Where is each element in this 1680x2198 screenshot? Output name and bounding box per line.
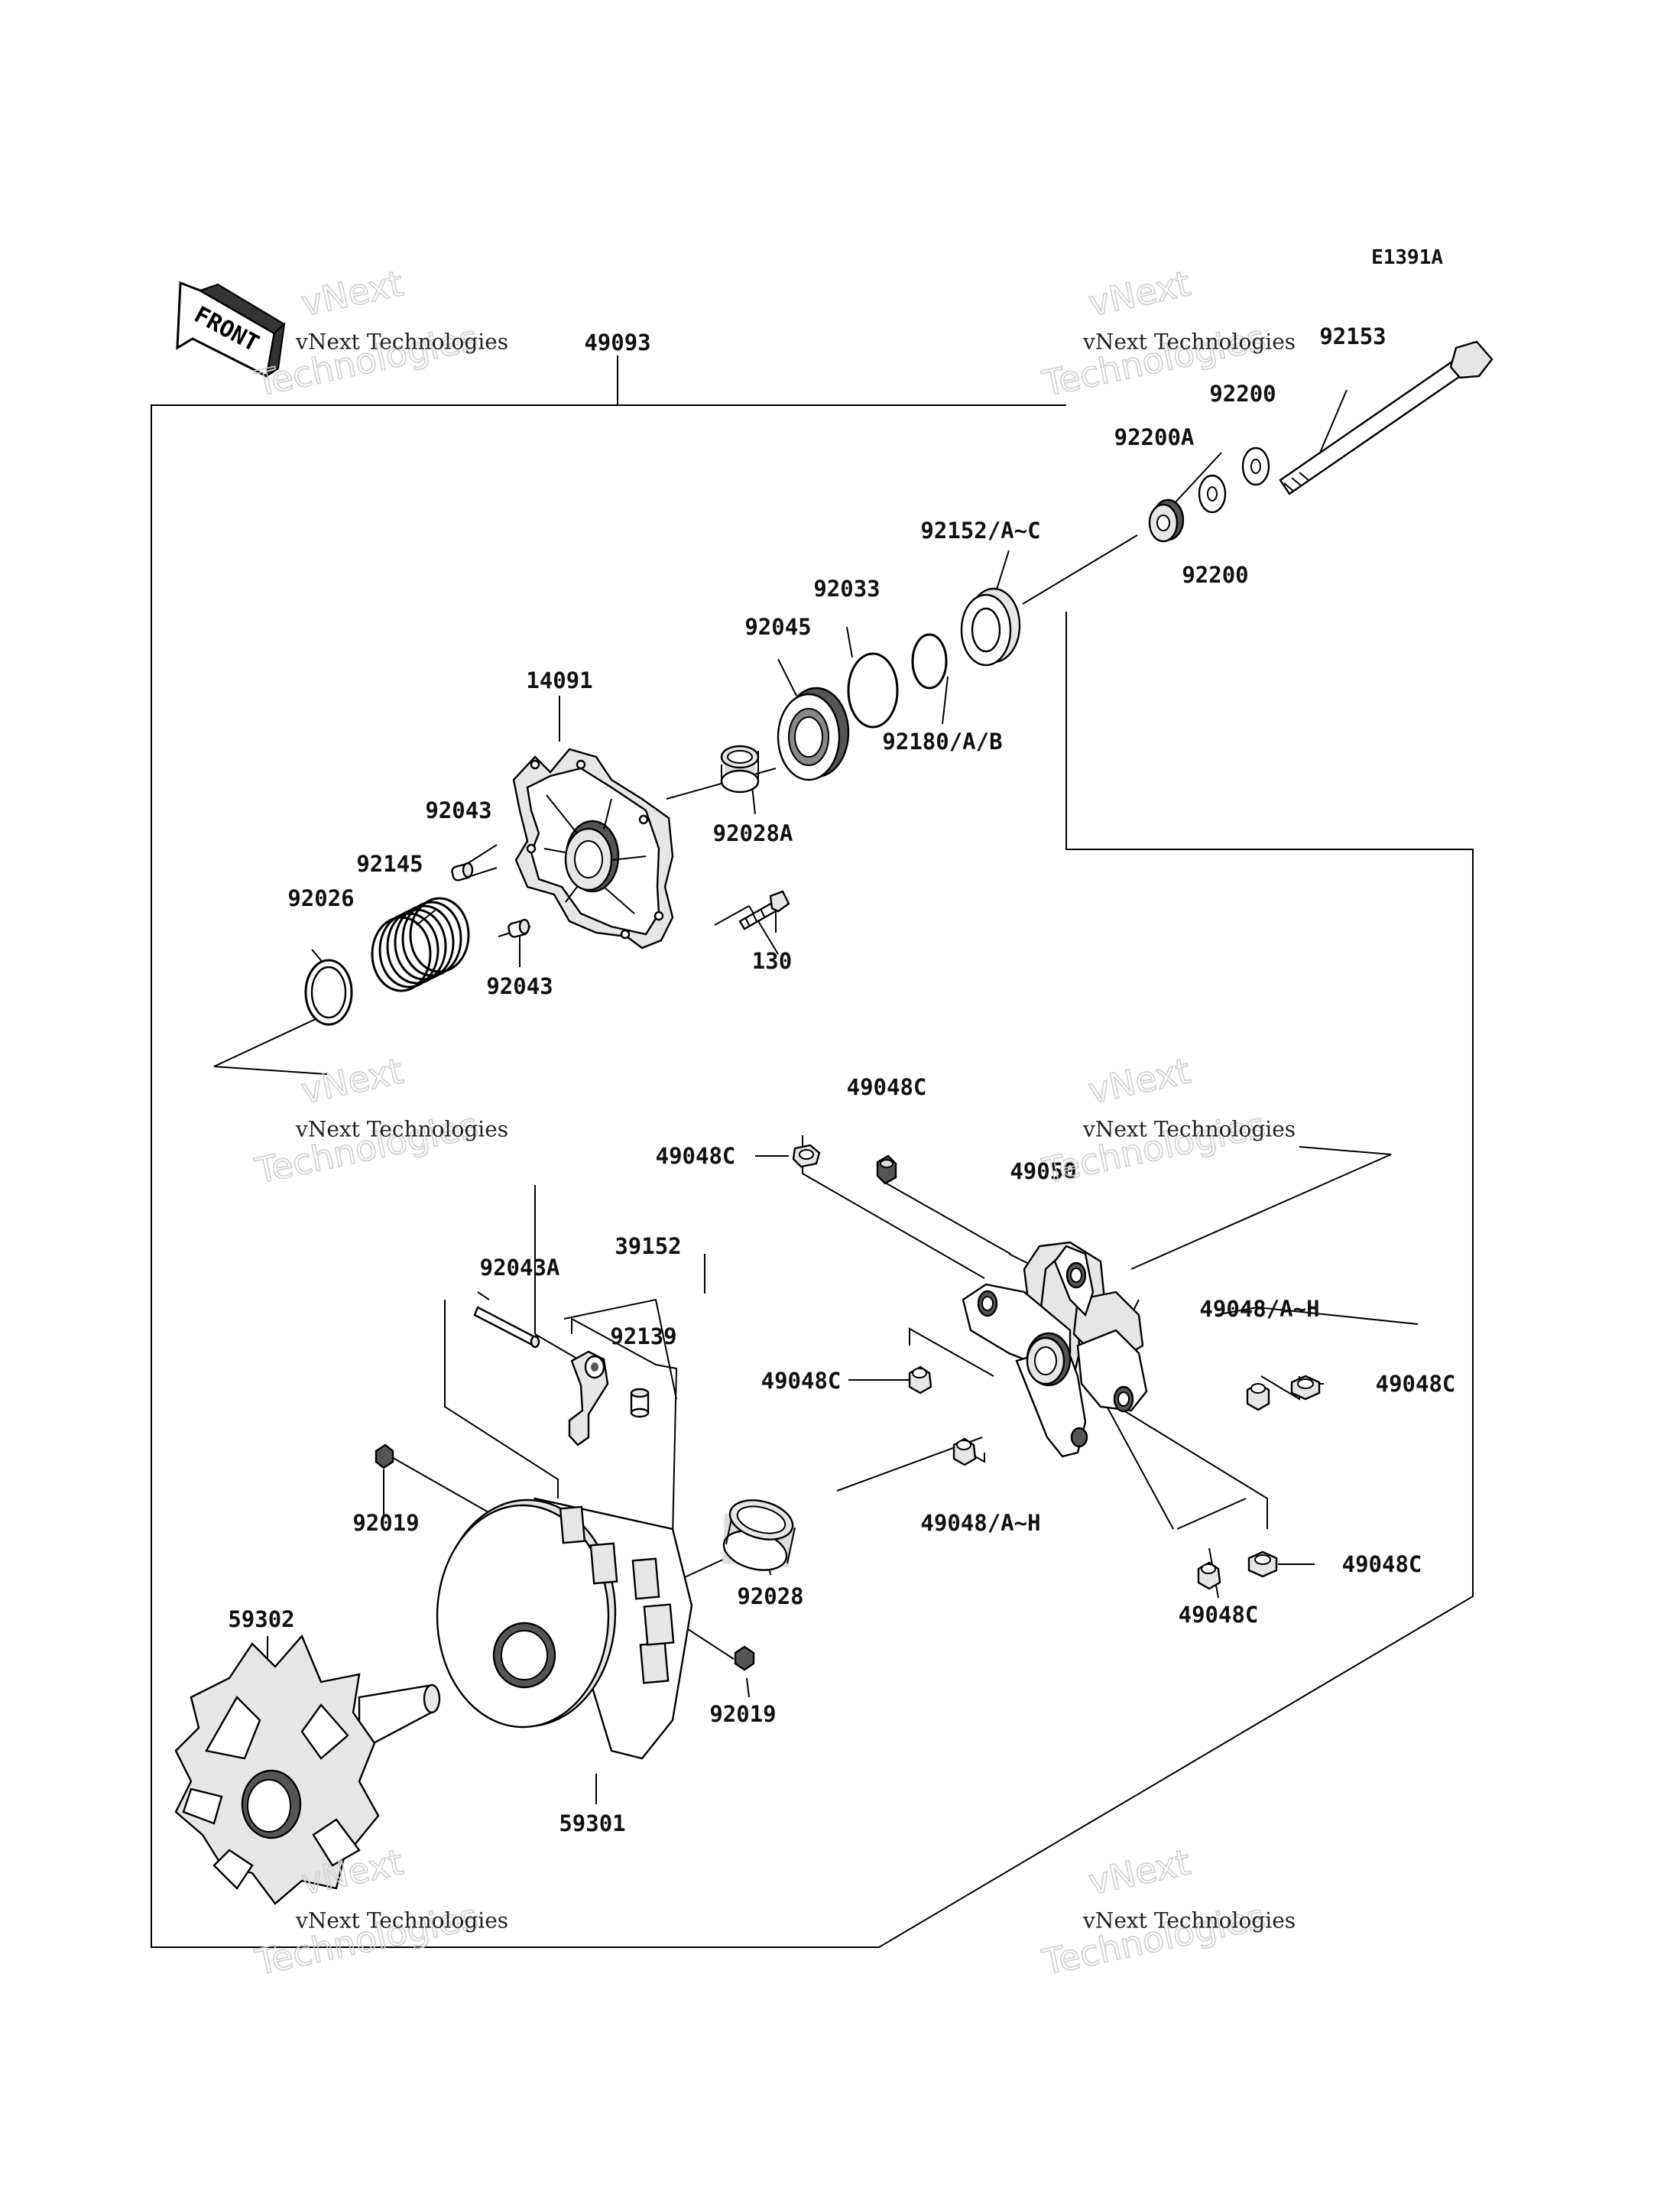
label-49050: 49050 (1010, 1158, 1076, 1184)
bearing-part (777, 687, 850, 781)
label-49048c-4: 49048C (1376, 1371, 1456, 1397)
label-92200c: 92200 (1209, 381, 1276, 407)
label-92153: 92153 (1319, 323, 1386, 349)
label-14091: 14091 (526, 667, 592, 693)
small-nut-2-part (734, 1645, 755, 1671)
svg-text:vNext Technologies: vNext Technologies (1082, 1908, 1296, 1933)
nut-5-part (1290, 1375, 1321, 1401)
label-92033: 92033 (813, 576, 880, 602)
label-92026: 92026 (287, 885, 354, 911)
label-49048c-6: 49048C (1179, 1602, 1259, 1628)
part-labels: 49093 92153 92200 92200A 92200 92152/A~C… (228, 323, 1455, 1836)
roller-arm-part (568, 1350, 609, 1446)
label-92019-left: 92019 (352, 1510, 419, 1536)
spider-hub-part (512, 748, 674, 950)
label-49048c-5: 49048C (1342, 1551, 1422, 1577)
spider-arm-part (962, 1241, 1148, 1458)
assembly-frame (151, 404, 1474, 1948)
label-130: 130 (752, 948, 792, 974)
svg-text:vNext Technologies: vNext Technologies (1082, 330, 1296, 355)
svg-text:vNext Technologies: vNext Technologies (295, 1117, 508, 1142)
svg-text:Technologies: Technologies (251, 317, 482, 404)
nut-4-part (1246, 1382, 1270, 1411)
nut-2-part (876, 1154, 897, 1185)
bushing-a-part (720, 745, 760, 794)
label-92043-upper: 92043 (425, 797, 491, 823)
pin-lower-part (508, 918, 530, 938)
label-49048c-2: 49048C (847, 1074, 927, 1100)
nut-8-part (1197, 1561, 1221, 1590)
label-39152: 39152 (615, 1233, 681, 1259)
front-arrow-icon: FRONT (176, 281, 286, 378)
label-92200a: 92200A (1114, 424, 1195, 450)
svg-text:vNext: vNext (297, 1050, 407, 1112)
label-92145: 92145 (356, 851, 423, 877)
label-92028a: 92028A (713, 820, 793, 846)
bearing-retainer-part (960, 587, 1021, 667)
fan-sheave-part (174, 1634, 441, 1905)
label-92200: 92200 (1182, 562, 1248, 588)
long-bolt-part (1279, 340, 1494, 495)
label-49048ah-2: 49048/A~H (920, 1510, 1040, 1536)
watermark-mid-left: vNext Technologies vNext Technologies (251, 1050, 508, 1193)
pin-upper-part (451, 862, 474, 881)
nut-1-part (792, 1144, 821, 1168)
spring-part (371, 897, 470, 992)
label-49048c-1: 49048C (656, 1143, 736, 1169)
nut-6-part (952, 1437, 977, 1466)
bushing-part (722, 1499, 796, 1571)
movable-sheave-part (436, 1497, 693, 1760)
small-nut-1-part (375, 1443, 394, 1469)
label-92028: 92028 (737, 1583, 803, 1609)
svg-text:vNext Technologies: vNext Technologies (295, 330, 508, 355)
circlip-part (911, 633, 948, 690)
ring-part (847, 652, 899, 729)
svg-text:Technologies: Technologies (251, 1896, 482, 1983)
svg-text:vNext: vNext (297, 262, 407, 324)
svg-text:vNext Technologies: vNext Technologies (295, 1908, 508, 1933)
small-bolt-part (738, 890, 790, 930)
watermark-bottom-right: vNext Technologies vNext Technologies (1038, 1841, 1296, 1984)
label-92043-lower: 92043 (486, 973, 553, 999)
svg-text:vNext: vNext (1085, 262, 1194, 324)
svg-text:Technologies: Technologies (1039, 1896, 1269, 1983)
svg-text:Technologies: Technologies (251, 1105, 482, 1192)
label-92180: 92180/A/B (882, 729, 1002, 755)
label-49048ah-1: 49048/A~H (1199, 1296, 1319, 1322)
roller-part (630, 1388, 650, 1418)
nut-3-part (908, 1365, 932, 1394)
shaft-part (473, 1306, 540, 1349)
label-59301: 59301 (559, 1810, 625, 1836)
label-92019-right: 92019 (709, 1701, 776, 1727)
label-92045: 92045 (744, 614, 811, 640)
label-92152: 92152/A~C (920, 518, 1040, 544)
label-92043a: 92043A (480, 1255, 560, 1281)
svg-text:vNext: vNext (1085, 1050, 1194, 1112)
diagram-code: E1391A (1371, 246, 1443, 269)
svg-text:vNext Technologies: vNext Technologies (1082, 1117, 1296, 1142)
svg-text:vNext: vNext (1085, 1841, 1194, 1903)
nut-7-part (1247, 1550, 1278, 1578)
label-92139: 92139 (610, 1323, 676, 1349)
label-59302: 59302 (228, 1606, 294, 1632)
label-49093: 49093 (584, 330, 650, 356)
shim-washer-part (304, 959, 353, 1026)
collar-part (1148, 498, 1185, 543)
label-49048c-3: 49048C (761, 1368, 842, 1394)
